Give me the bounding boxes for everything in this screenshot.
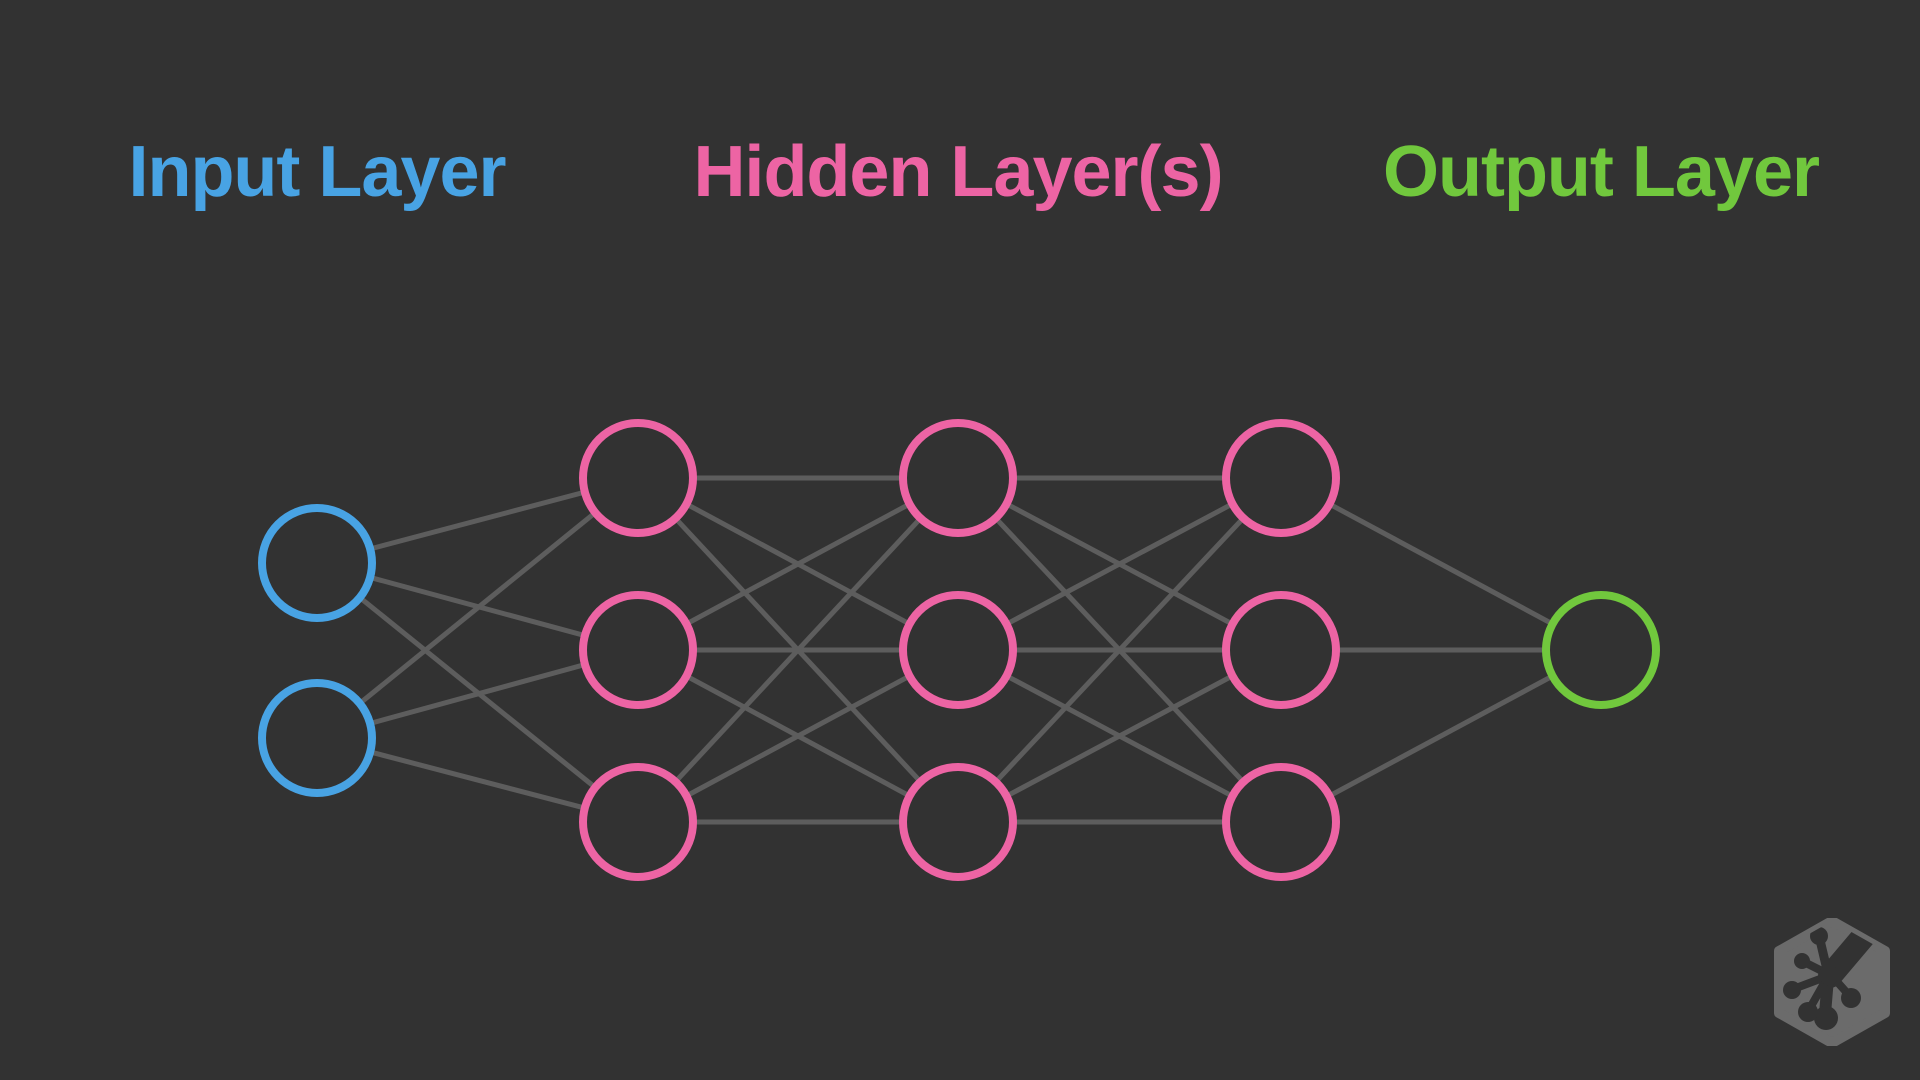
neuron-nodes	[258, 419, 1660, 881]
connection-line	[956, 647, 1283, 825]
node-hidden-1	[579, 419, 697, 537]
logo-hexagon-outline	[1774, 918, 1890, 1046]
connection-line	[636, 647, 960, 825]
hidden-layer-label: Hidden Layer(s)	[693, 132, 1223, 212]
node-hidden-1	[579, 591, 697, 709]
connection-line	[1279, 647, 1603, 825]
node-input	[258, 679, 376, 797]
node-hidden-2	[899, 763, 1017, 881]
input-layer-label: Input Layer	[128, 132, 506, 212]
node-hidden-3	[1222, 591, 1340, 709]
output-layer-label: Output Layer	[1382, 132, 1820, 212]
connection-line	[1279, 475, 1603, 653]
connection-line	[636, 476, 960, 824]
node-hidden-2	[899, 419, 1017, 537]
node-hidden-3	[1222, 763, 1340, 881]
node-output	[1542, 591, 1660, 709]
node-hidden-3	[1222, 419, 1340, 537]
node-hidden-1	[579, 763, 697, 881]
connection-line	[315, 476, 640, 740]
treehouse-logo-icon	[1774, 918, 1890, 1046]
node-hidden-2	[899, 591, 1017, 709]
connection-line	[956, 475, 1283, 653]
connection-line	[956, 476, 1283, 824]
node-input	[258, 504, 376, 622]
connection-line	[636, 475, 960, 653]
